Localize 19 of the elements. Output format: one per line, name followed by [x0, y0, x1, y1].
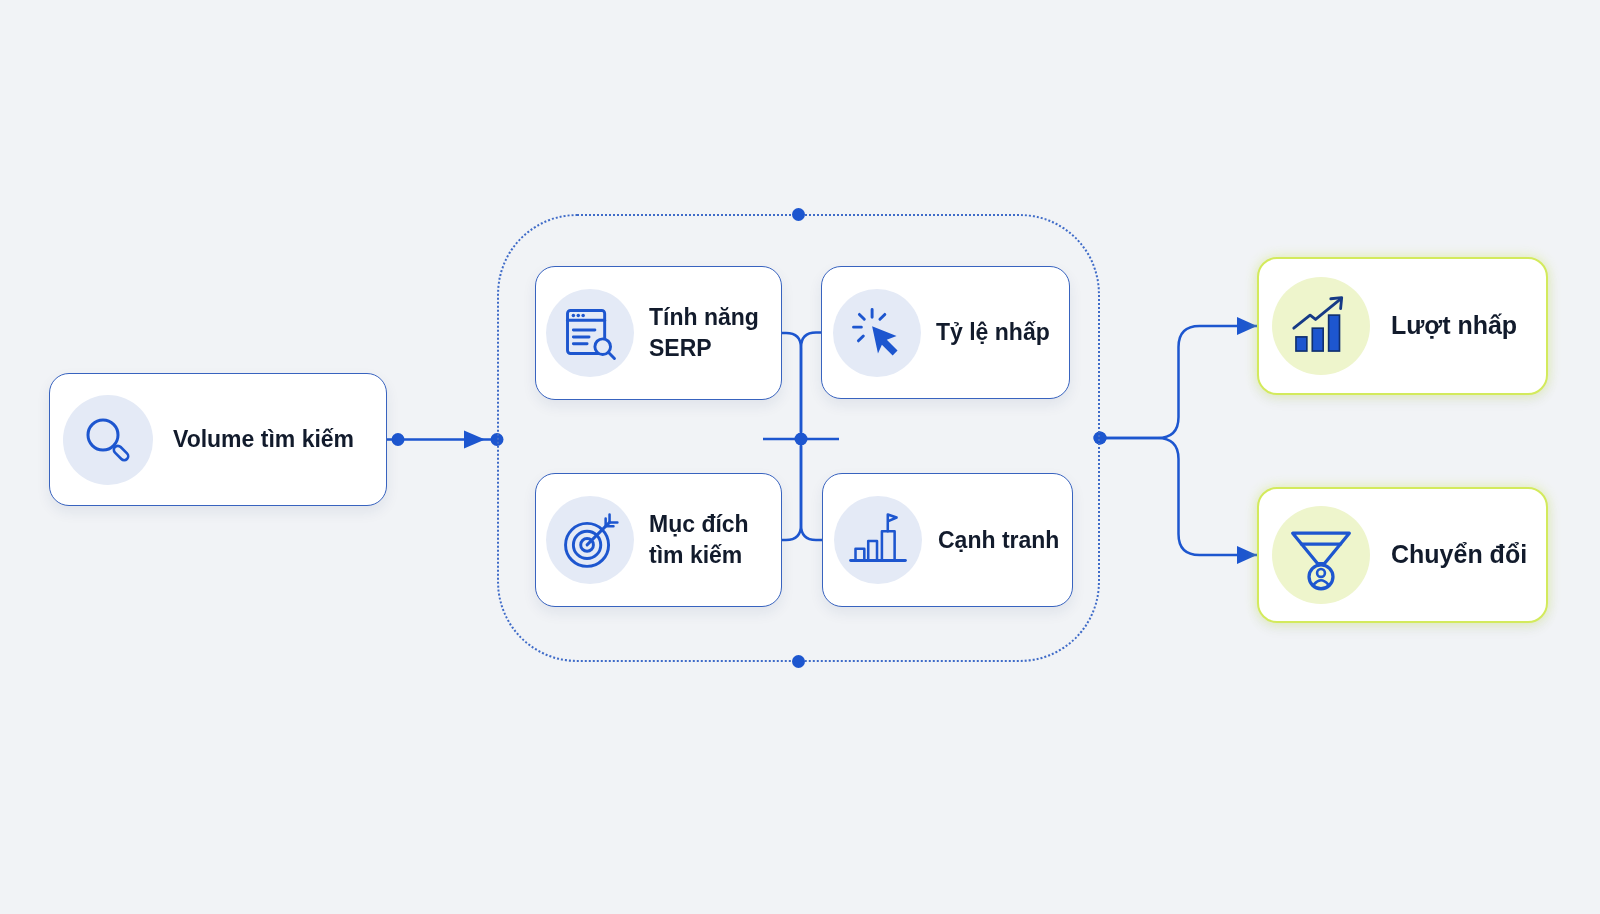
node-label: Chuyển đổi [1391, 539, 1528, 571]
node-label: Tính năng SERP [649, 303, 760, 363]
node-label: Mục đích tìm kiếm [649, 510, 750, 570]
node-label: Tỷ lệ nhấp [936, 318, 1050, 348]
process-box [821, 266, 1070, 399]
arrow [1093, 431, 1259, 564]
node-label: Cạnh tranh [938, 525, 1060, 555]
node-label: Lượt nhấp [1391, 310, 1518, 342]
junction-marker [763, 432, 839, 446]
process-box [535, 473, 782, 607]
process-box [822, 473, 1073, 607]
result-box [1257, 257, 1548, 395]
connector-line [799, 444, 824, 542]
process-box [535, 266, 782, 400]
arrow [385, 430, 504, 449]
result-box [1257, 487, 1548, 623]
process-box [49, 373, 387, 506]
connector-line [799, 331, 823, 434]
node-label: Volume tìm kiếm [173, 425, 355, 455]
